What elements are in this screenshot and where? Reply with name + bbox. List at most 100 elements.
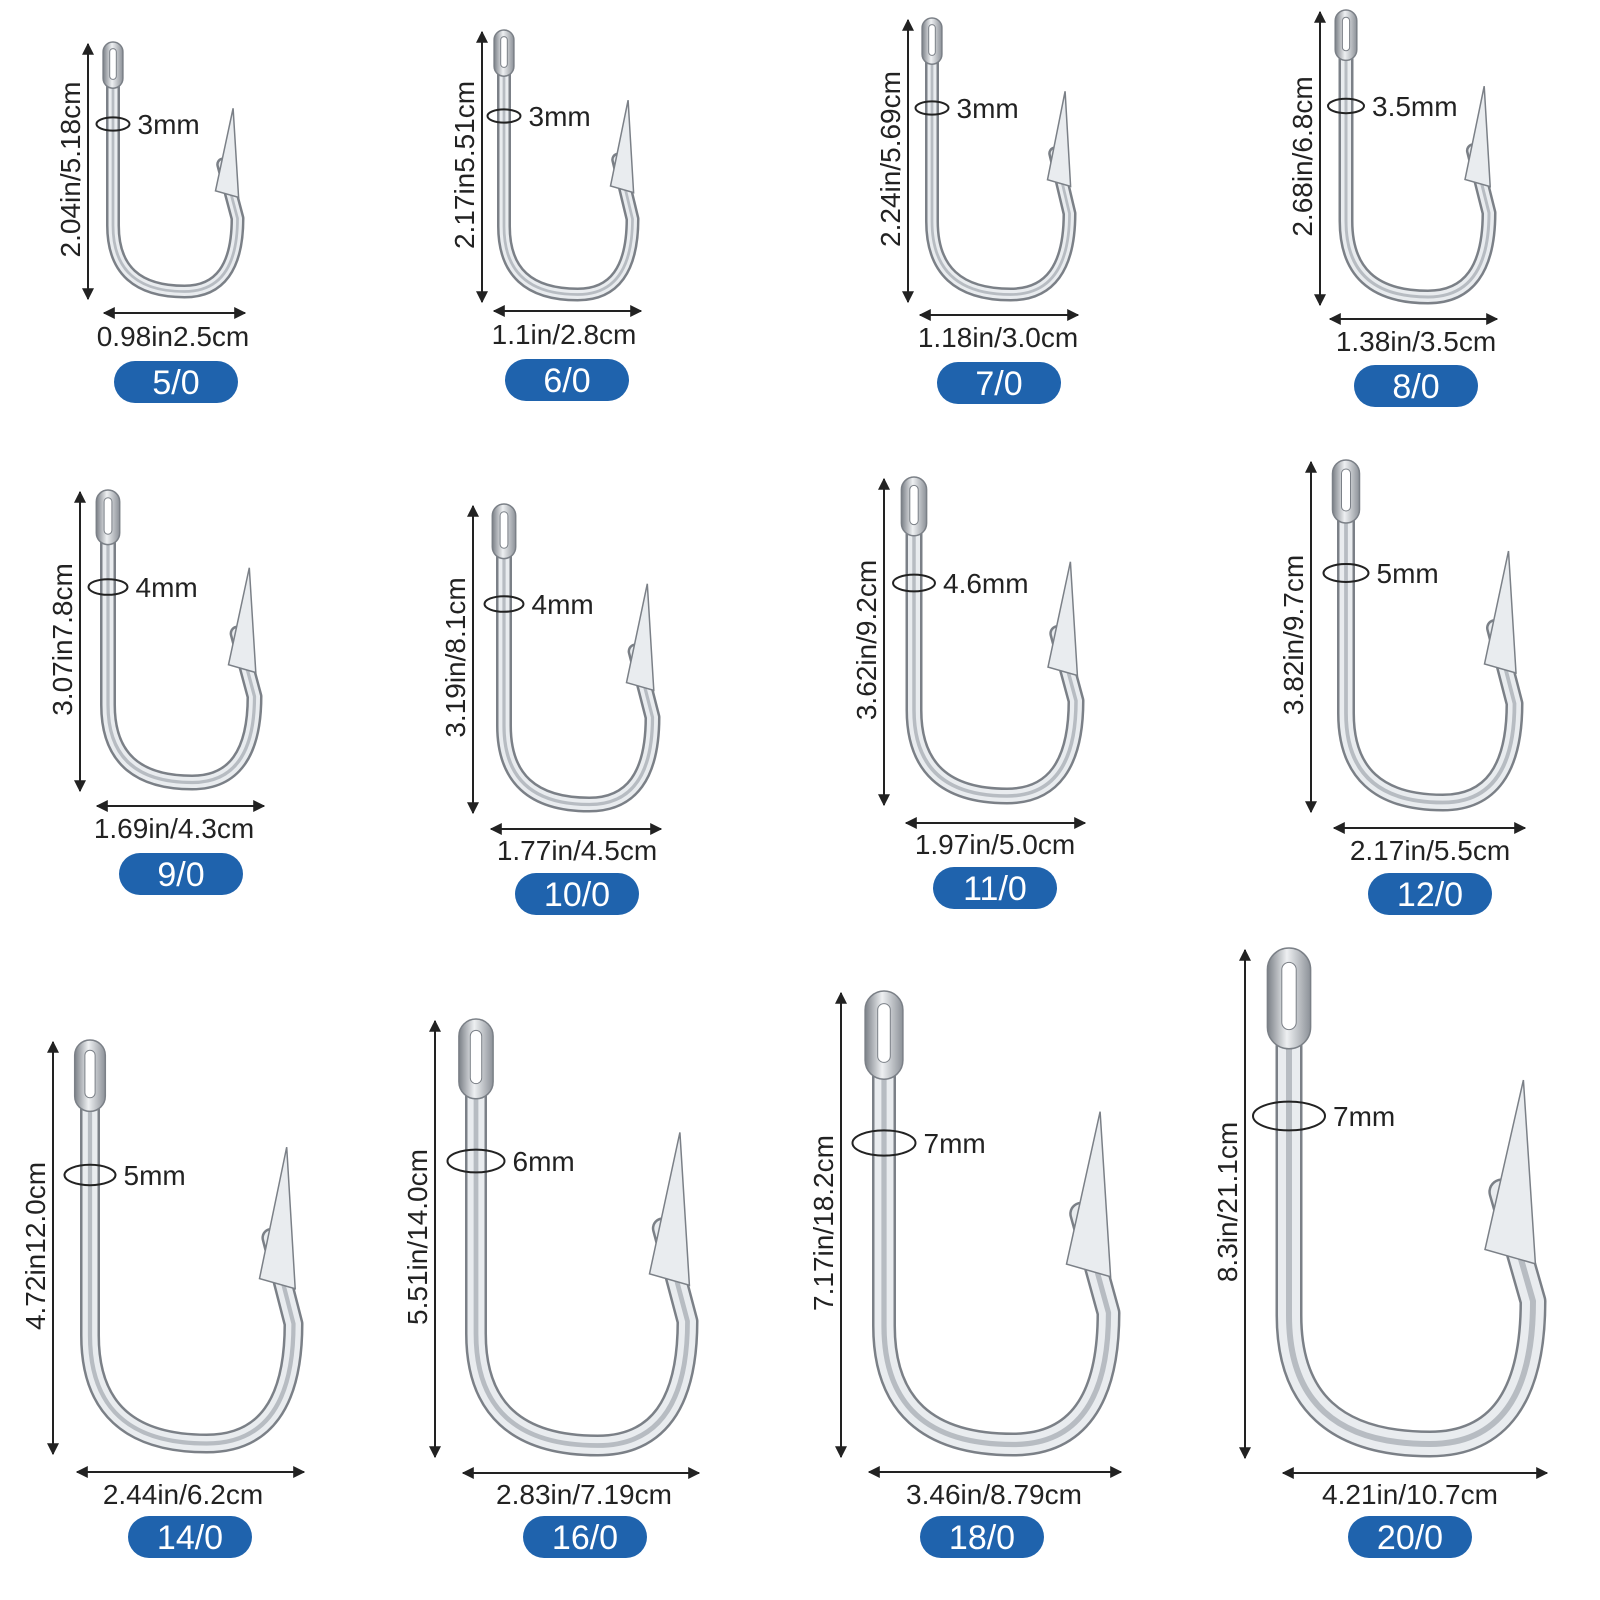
width-label: 1.69in/4.3cm — [94, 813, 254, 844]
width-label: 2.17in/5.5cm — [1350, 835, 1510, 866]
size-badge-label: 20/0 — [1377, 1519, 1443, 1557]
hook-eye-hole — [469, 1029, 483, 1085]
hook-barb — [214, 108, 240, 199]
wire-gauge-ring — [1252, 1100, 1326, 1132]
hook-eye-hole — [928, 24, 936, 56]
wire-diameter-label: 5mm — [1377, 558, 1439, 589]
hook-item-14-0: 5mm 4.72in12.0cm 2.44in/6.2cm 14/0 — [20, 1039, 306, 1558]
hook-body-highlight — [111, 80, 239, 293]
wire-diameter-label: 3mm — [529, 101, 591, 132]
size-badge-label: 6/0 — [543, 362, 590, 400]
hook-barb — [258, 1146, 297, 1290]
hook-item-8-0: 3.5mm 2.68in/6.8cm 1.38in/3.5cm 8/0 — [1287, 9, 1499, 407]
hook-barb — [1483, 550, 1517, 675]
size-badge — [1368, 873, 1492, 915]
hooks-layer: 3mm 2.04in/5.18cm 0.98in2.5cm 5/0 3mm 2.17in5… — [20, 9, 1549, 1558]
width-label: 1.38in/3.5cm — [1336, 326, 1496, 357]
size-badge-label: 10/0 — [544, 876, 610, 914]
wire-gauge-ring — [446, 1148, 506, 1174]
length-label: 2.04in/5.18cm — [55, 82, 86, 258]
hook-item-10-0: 4mm 3.19in/8.1cm 1.77in/4.5cm 10/0 — [440, 503, 663, 915]
length-label: 3.82in/9.7cm — [1278, 555, 1309, 715]
width-label: 0.98in2.5cm — [97, 321, 250, 352]
wire-diameter-label: 5mm — [124, 1160, 186, 1191]
wire-gauge-ring — [914, 100, 950, 116]
width-label: 1.18in/3.0cm — [918, 322, 1078, 353]
wire-diameter-label: 6mm — [513, 1146, 575, 1177]
hook-barb — [609, 100, 635, 194]
wire-gauge-ring — [851, 1129, 917, 1157]
size-badge-label: 8/0 — [1392, 368, 1439, 406]
hook-body-highlight — [1344, 515, 1517, 805]
wire-diameter-label: 7mm — [1333, 1101, 1395, 1132]
wire-gauge-ring — [1327, 97, 1365, 115]
length-label: 8.3in/21.1cm — [1212, 1122, 1243, 1282]
size-badge — [937, 362, 1061, 404]
size-badge — [920, 1516, 1044, 1558]
width-label: 2.44in/6.2cm — [103, 1479, 263, 1510]
hook-eye-hole — [499, 511, 509, 549]
hook-eye-hole — [103, 497, 113, 535]
hook-body-highlight — [1286, 1039, 1536, 1447]
hook-barb — [227, 567, 257, 674]
length-label: 5.51in/14.0cm — [402, 1149, 433, 1325]
hook-body-highlight — [106, 536, 257, 785]
hook-eye-hole — [500, 36, 508, 68]
length-label: 2.17in5.51cm — [449, 81, 480, 249]
hook-eye-hole — [1281, 961, 1297, 1031]
size-badge-label: 5/0 — [152, 364, 199, 402]
width-label: 1.77in/4.5cm — [497, 835, 657, 866]
hook-eye-hole — [109, 48, 117, 80]
hook-barb — [648, 1132, 691, 1287]
hook-body-highlight — [502, 68, 634, 296]
size-badge — [119, 853, 243, 895]
wire-diameter-label: 3mm — [957, 93, 1019, 124]
wire-diameter-label: 3.5mm — [1372, 91, 1458, 122]
size-badge — [1348, 1516, 1472, 1558]
wire-diameter-label: 4mm — [532, 589, 594, 620]
size-badge-label: 16/0 — [552, 1519, 618, 1557]
width-label: 3.46in/8.79cm — [906, 1479, 1082, 1510]
hook-barb — [1047, 561, 1079, 677]
hook-eye-hole — [1341, 468, 1351, 512]
hook-body-highlight — [87, 1103, 296, 1446]
hook-barb — [1464, 86, 1492, 188]
size-badge-label: 11/0 — [963, 870, 1027, 908]
width-label: 1.1in/2.8cm — [492, 319, 637, 350]
length-label: 7.17in/18.2cm — [808, 1135, 839, 1311]
hook-eye-hole — [1341, 16, 1351, 52]
wire-diameter-label: 3mm — [138, 109, 200, 140]
hook-item-6-0: 3mm 2.17in5.51cm 1.1in/2.8cm 6/0 — [449, 29, 643, 401]
width-label: 2.83in/7.19cm — [496, 1479, 672, 1510]
hook-item-7-0: 3mm 2.24in/5.69cm 1.18in/3.0cm 7/0 — [875, 17, 1080, 404]
hook-barb — [1484, 1079, 1537, 1265]
wire-gauge-ring — [95, 116, 131, 132]
wire-diameter-label: 7mm — [924, 1128, 986, 1159]
wire-gauge-ring — [483, 595, 525, 613]
hook-item-16-0: 6mm 5.51in/14.0cm 2.83in/7.19cm 16/0 — [402, 1018, 701, 1558]
size-badge — [515, 873, 639, 915]
length-label: 4.72in12.0cm — [20, 1162, 51, 1330]
hook-eye-hole — [877, 1003, 891, 1063]
size-badge-label: 14/0 — [157, 1519, 223, 1557]
hook-body-highlight — [912, 528, 1078, 798]
size-badge-label: 7/0 — [975, 365, 1022, 403]
length-label: 3.07in7.8cm — [47, 563, 78, 716]
size-badge — [114, 361, 238, 403]
length-label: 3.19in/8.1cm — [440, 577, 471, 737]
hook-barb — [625, 583, 655, 692]
wire-diameter-label: 4mm — [136, 572, 198, 603]
wire-gauge-ring — [87, 578, 129, 596]
length-label: 3.62in/9.2cm — [851, 560, 882, 720]
length-label: 2.68in/6.8cm — [1287, 76, 1318, 236]
size-badge — [1354, 365, 1478, 407]
hook-body-highlight — [881, 1070, 1112, 1448]
length-label: 2.24in/5.69cm — [875, 71, 906, 247]
size-badge-label: 18/0 — [949, 1519, 1015, 1557]
hook-body-highlight — [930, 56, 1071, 296]
hook-barb — [1046, 91, 1072, 188]
